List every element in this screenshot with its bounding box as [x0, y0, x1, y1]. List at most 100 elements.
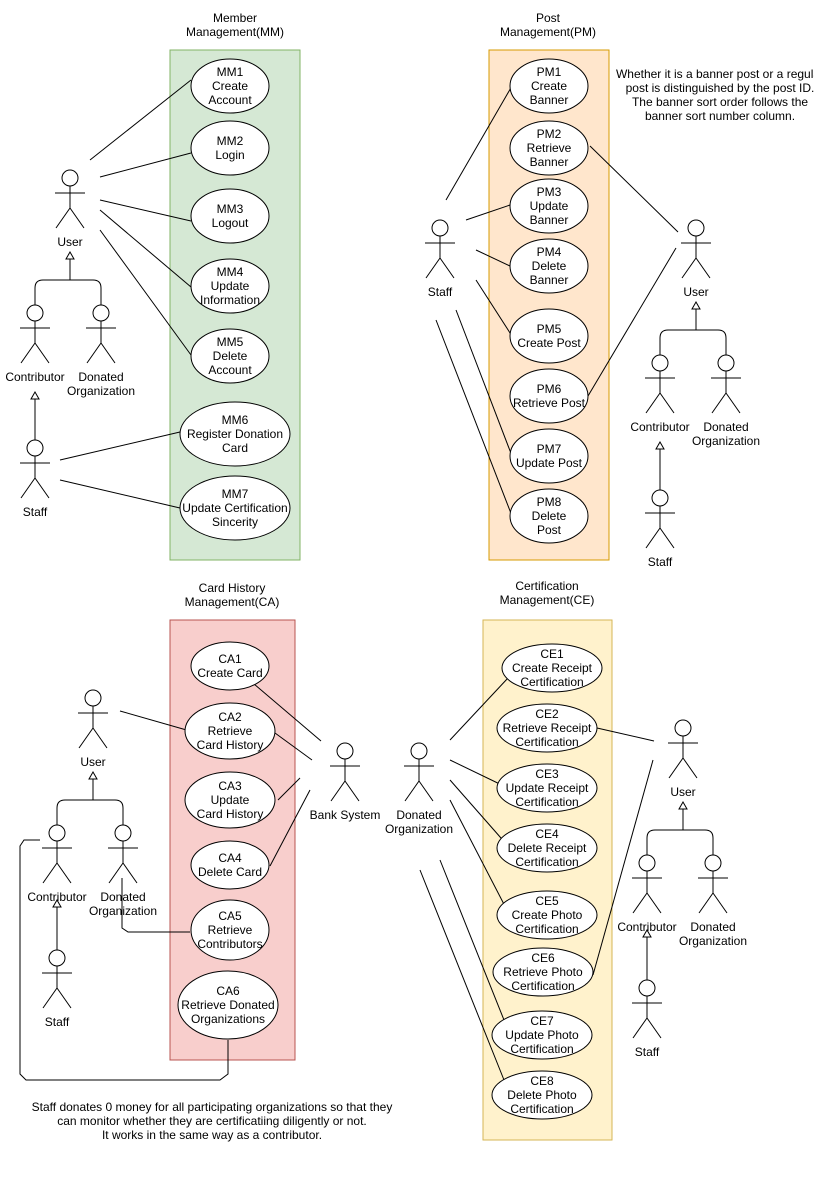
usecase-pm3-label-line: Banner — [530, 213, 569, 227]
mm-actor-user-leg-right — [69, 207, 85, 229]
ca-assoc-user-ca2 — [119, 710, 191, 732]
usecase-ca6[interactable] — [177, 970, 279, 1040]
ce-actor-staff-label: Staff — [635, 1045, 660, 1059]
usecase-ca3[interactable] — [184, 771, 276, 829]
usecase-pm8[interactable] — [509, 488, 589, 544]
usecase-mm4-label-line: Information — [200, 293, 260, 307]
usecase-ce3[interactable] — [496, 763, 598, 813]
ca-actor-contributor-label-line: Contributor — [27, 890, 86, 904]
usecase-mm5-label-line: Delete — [213, 349, 248, 363]
usecase-mm7[interactable] — [179, 475, 291, 541]
usecase-ce4[interactable] — [496, 823, 598, 873]
usecase-ce6[interactable] — [492, 947, 594, 997]
usecase-pm6[interactable] — [509, 368, 589, 424]
ce-title-line: Certification — [515, 579, 578, 593]
usecase-pm5[interactable] — [509, 308, 589, 364]
ca-actor-user[interactable] — [78, 689, 108, 749]
usecase-pm2[interactable] — [509, 120, 589, 176]
ca-note-line: It works in the same way as a contributo… — [102, 1128, 322, 1142]
ca-actor-user-label-line: User — [80, 755, 105, 769]
pm-note-line: banner sort number column. — [645, 109, 795, 123]
usecase-ce7[interactable] — [491, 1010, 593, 1060]
ca-actor-donated[interactable] — [108, 824, 138, 884]
usecase-mm3-label-line: Logout — [212, 216, 249, 230]
ce-actor-user-label-line: User — [670, 785, 695, 799]
usecase-mm5[interactable] — [190, 328, 270, 384]
ca-actor-contributor-head — [48, 824, 66, 842]
usecase-mm1[interactable] — [190, 58, 270, 114]
usecase-pm1-label-line: PM1 — [537, 65, 562, 79]
ca-assoc-bank-ca4 — [269, 789, 311, 867]
ca-actor-donated-label-line: Organization — [89, 904, 157, 918]
usecase-mm4[interactable] — [190, 258, 270, 314]
usecase-ca4[interactable] — [190, 840, 270, 890]
pm-actor-user-label: User — [683, 285, 708, 299]
pm-actor-donated[interactable] — [711, 354, 741, 414]
pm-actor-staff-leg-right — [439, 257, 455, 279]
usecase-pm4-label-line: PM4 — [537, 245, 562, 259]
usecase-ca3-label-line: Update — [211, 793, 250, 807]
ce-actor-contributor[interactable] — [632, 854, 662, 914]
ce-actor-user-label: User — [670, 785, 695, 799]
pm-actor-donated-label-line: Donated — [703, 420, 748, 434]
usecase-pm7[interactable] — [509, 428, 589, 484]
ca-actor-bank[interactable] — [330, 742, 360, 802]
mm-actor-user[interactable] — [55, 169, 85, 229]
mm-actor-staff[interactable] — [20, 439, 50, 499]
mm-actor-contributor[interactable] — [20, 304, 50, 364]
pm-assoc-staff-pm7 — [455, 309, 513, 457]
ca-actor-staff[interactable] — [42, 949, 72, 1009]
usecase-ce2[interactable] — [496, 703, 598, 753]
ca-actor-donated-label-line: Donated — [100, 890, 145, 904]
usecase-pm3[interactable] — [509, 178, 589, 234]
mm-actor-user-label-line: User — [57, 235, 82, 249]
usecase-pm4-label-line: Delete — [532, 259, 567, 273]
mm-actor-donated[interactable] — [86, 304, 116, 364]
pm-title-line: Management(PM) — [500, 25, 596, 39]
ce-actor-user-head — [674, 719, 692, 737]
pm-actor-staff[interactable] — [425, 219, 455, 279]
ce-actor-user[interactable] — [668, 719, 698, 779]
pm-actor-contributor-leg-right — [659, 392, 675, 414]
pm-note: Whether it is a banner post or a regular… — [616, 67, 814, 123]
ca-actor-staff-label-line: Staff — [45, 1015, 70, 1029]
ca-actor-contributor-leg-right — [56, 862, 72, 884]
mm-actor-user-leg-left — [55, 207, 71, 229]
usecase-ca1[interactable] — [190, 641, 270, 691]
usecase-mm2[interactable] — [190, 120, 270, 176]
pm-actor-user[interactable] — [681, 219, 711, 279]
usecase-ce8[interactable] — [491, 1070, 593, 1120]
ce-actor-donated[interactable] — [404, 742, 434, 802]
usecase-ca2[interactable] — [184, 702, 276, 760]
usecase-ce5[interactable] — [496, 890, 598, 940]
pm-actor-staff2-leg-left — [645, 527, 661, 549]
usecase-pm4[interactable] — [509, 238, 589, 294]
usecase-pm1[interactable] — [509, 58, 589, 114]
usecase-mm3[interactable] — [190, 188, 270, 244]
ce-actor-donated2[interactable] — [698, 854, 728, 914]
pm-actor-staff2[interactable] — [645, 489, 675, 549]
usecase-ce1[interactable] — [501, 643, 603, 693]
pm-assoc-staff-pm5 — [475, 279, 513, 337]
ca-actor-user-head — [84, 689, 102, 707]
ce-actor-staff[interactable] — [632, 979, 662, 1039]
mm-actor-donated-leg-right — [100, 342, 116, 364]
usecase-mm6[interactable] — [179, 401, 291, 467]
ca-actor-contributor[interactable] — [42, 824, 72, 884]
pm-actor-user-label-line: User — [683, 285, 708, 299]
usecase-ca3-label-line: Card History — [197, 807, 264, 821]
pm-actor-contributor[interactable] — [645, 354, 675, 414]
pm-actor-staff-leg-left — [425, 257, 441, 279]
usecase-ca5[interactable] — [190, 899, 270, 961]
mm-actor-staff-head — [26, 439, 44, 457]
ce-actor-user-leg-left — [668, 757, 684, 779]
